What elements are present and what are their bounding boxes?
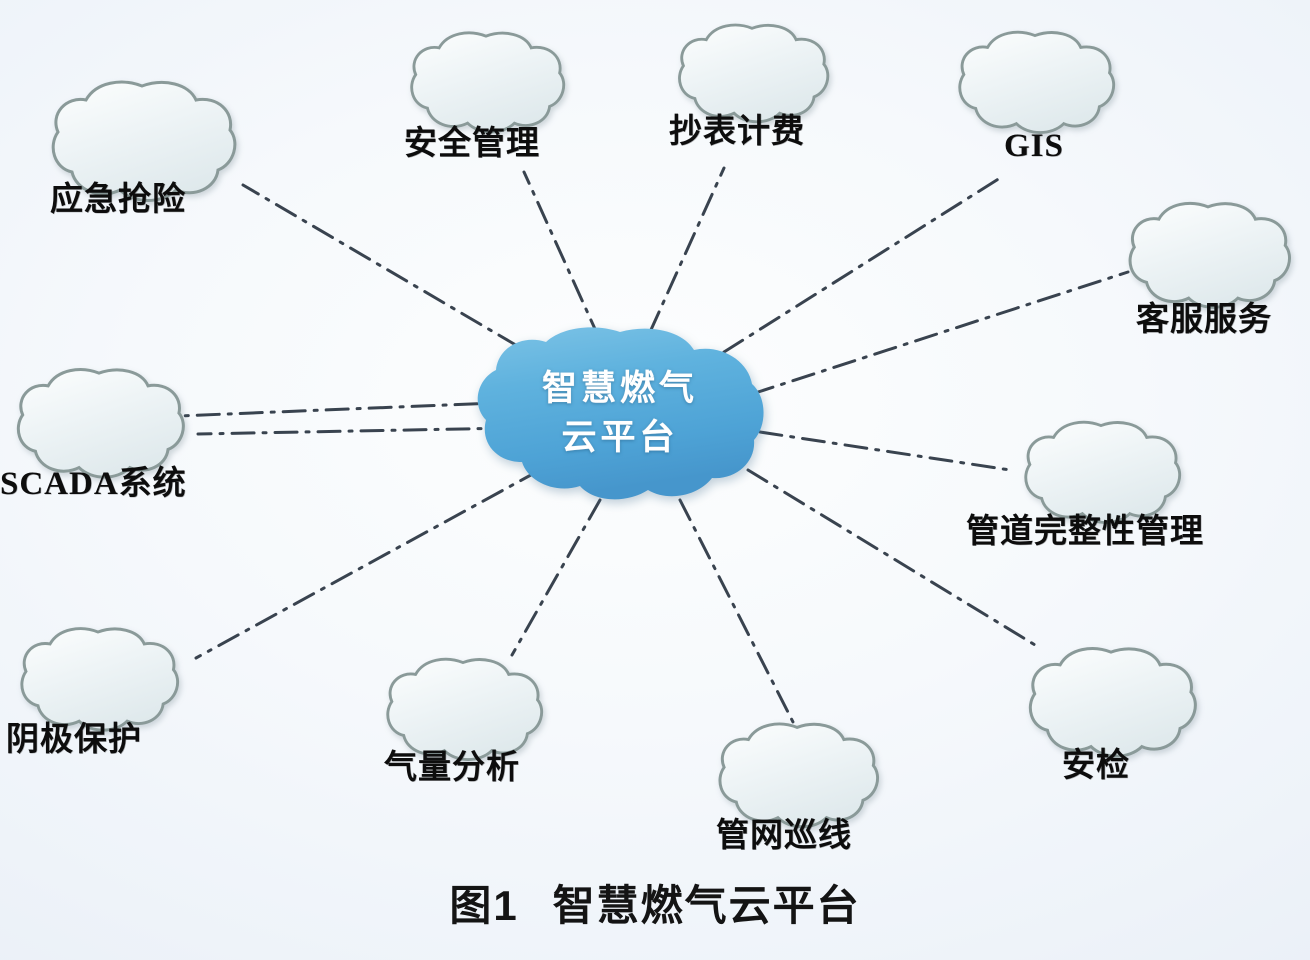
node-gas-volume-analysis-label: 气量分析 <box>384 750 520 786</box>
cloud-shape <box>1128 202 1291 309</box>
node-safety-inspection-label: 安检 <box>1062 748 1130 784</box>
node-safety-management-label: 安全管理 <box>404 126 540 162</box>
edge-gas-volume-analysis <box>510 498 602 657</box>
node-gis-cloud <box>952 22 1118 144</box>
edge-scada-upper <box>176 400 522 418</box>
edge-pipeline-integrity <box>758 430 1012 472</box>
node-pipeline-patrol[interactable]: 管网巡线 <box>712 716 882 853</box>
node-emergency-repair-cloud <box>44 78 240 206</box>
node-emergency-repair-label: 应急抢险 <box>50 182 186 218</box>
node-gis[interactable]: GIS <box>952 22 1118 163</box>
cloud-shape <box>16 368 185 479</box>
cloud-shape <box>1024 420 1182 524</box>
node-pipeline-integrity-cloud <box>1018 414 1184 532</box>
node-cathodic-protection-cloud <box>14 620 182 740</box>
node-customer-service-cloud <box>1122 194 1294 318</box>
node-customer-service-label: 客服服务 <box>1136 302 1272 338</box>
node-pipeline-integrity-label: 管道完整性管理 <box>966 514 1204 550</box>
node-gas-volume-analysis[interactable]: 气量分析 <box>380 650 546 785</box>
cloud-shape <box>718 722 879 829</box>
node-gis-label: GIS <box>1004 128 1064 164</box>
cloud-shape <box>410 31 566 134</box>
node-pipeline-integrity[interactable]: 管道完整性管理 <box>966 414 1203 549</box>
node-safety-management-cloud <box>404 22 568 144</box>
node-safety-inspection[interactable]: 安检 <box>1022 640 1200 783</box>
node-scada-system-label: SCADA系统 <box>0 466 187 502</box>
cloud-shape <box>1028 647 1197 758</box>
edge-scada-system <box>196 426 514 436</box>
edge-customer-service <box>750 270 1130 396</box>
center-cloud-shape <box>477 327 764 500</box>
node-emergency-repair[interactable]: 应急抢险 <box>44 78 240 217</box>
node-cathodic-protection-label: 阴极保护 <box>6 722 142 758</box>
node-pipeline-patrol-cloud <box>712 716 882 836</box>
node-gas-volume-analysis-cloud <box>380 650 546 770</box>
cloud-shape <box>386 657 544 761</box>
node-meter-reading-billing-label: 抄表计费 <box>669 114 805 150</box>
node-scada-system-cloud <box>10 362 188 486</box>
node-pipeline-patrol-label: 管网巡线 <box>716 818 852 854</box>
cloud-shape <box>958 30 1116 134</box>
edge-meter-reading-billing <box>648 166 726 334</box>
cloud-shape <box>51 80 237 202</box>
edge-safety-inspection <box>746 468 1042 650</box>
figure-caption-number: 图1 <box>449 882 519 929</box>
cloud-shape <box>20 627 180 732</box>
cloud-shape <box>678 23 830 124</box>
node-meter-reading-billing[interactable]: 抄表计费 <box>669 16 832 149</box>
edge-pipeline-patrol <box>678 498 795 724</box>
node-safety-management[interactable]: 安全管理 <box>404 22 568 161</box>
figure-caption-title: 智慧燃气云平台 <box>552 882 861 929</box>
node-cathodic-protection[interactable]: 阴极保护 <box>6 620 182 757</box>
node-safety-inspection-cloud <box>1022 640 1200 766</box>
figure-caption: 图1 智慧燃气云平台 <box>0 872 1310 933</box>
node-meter-reading-billing-cloud <box>672 16 832 132</box>
edge-safety-management <box>522 170 602 342</box>
node-scada-system[interactable]: SCADA系统 <box>0 362 188 501</box>
center-node-smart-gas-cloud-platform[interactable]: 智慧燃气 云平台 <box>470 322 770 507</box>
node-customer-service[interactable]: 客服服务 <box>1122 194 1294 337</box>
